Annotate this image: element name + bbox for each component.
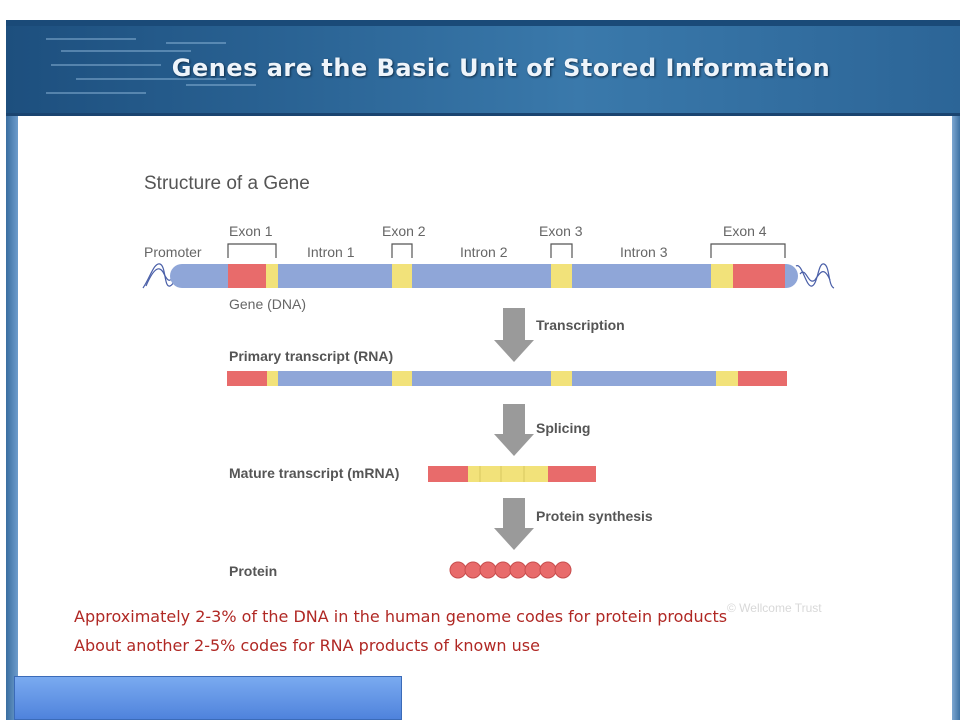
- caption-line-1: Approximately 2-3% of the DNA in the hum…: [74, 607, 728, 626]
- mature-transcript-label: Mature transcript (mRNA): [229, 465, 399, 481]
- step-transcription: Transcription: [536, 317, 625, 333]
- caption-line-2: About another 2-5% codes for RNA product…: [74, 636, 540, 655]
- top-strip: [0, 0, 960, 20]
- intron-label-1: Intron 1: [307, 244, 355, 260]
- protein-chain: [449, 561, 572, 579]
- protein-label: Protein: [229, 563, 277, 579]
- exon-brackets: [227, 243, 786, 258]
- intron-label-3: Intron 3: [620, 244, 668, 260]
- exon-label-1: Exon 1: [229, 223, 273, 239]
- slide-header: Genes are the Basic Unit of Stored Infor…: [6, 20, 960, 116]
- step-protein-synthesis: Protein synthesis: [536, 508, 653, 524]
- copyright-watermark: © Wellcome Trust: [727, 601, 822, 615]
- left-border: [6, 116, 18, 720]
- down-arrow-icon: [494, 498, 534, 550]
- dna-helix-right-icon: [795, 263, 835, 289]
- gene-dna-bar: [170, 264, 798, 288]
- primary-transcript-bar: [227, 371, 787, 386]
- right-border: [952, 116, 960, 720]
- slide-title: Genes are the Basic Unit of Stored Infor…: [171, 54, 831, 82]
- step-splicing: Splicing: [536, 420, 590, 436]
- down-arrow-icon: [494, 308, 534, 362]
- slide-content: [18, 116, 952, 720]
- exon-label-4: Exon 4: [723, 223, 767, 239]
- exon-label-2: Exon 2: [382, 223, 426, 239]
- promoter-label: Promoter: [144, 244, 202, 260]
- footer-box: [14, 676, 402, 720]
- diagram-heading: Structure of a Gene: [144, 173, 310, 194]
- primary-transcript-label: Primary transcript (RNA): [229, 348, 393, 364]
- gene-dna-label: Gene (DNA): [229, 296, 306, 312]
- exon-label-3: Exon 3: [539, 223, 583, 239]
- down-arrow-icon: [494, 404, 534, 456]
- mature-transcript-bar: [428, 466, 596, 482]
- intron-label-2: Intron 2: [460, 244, 508, 260]
